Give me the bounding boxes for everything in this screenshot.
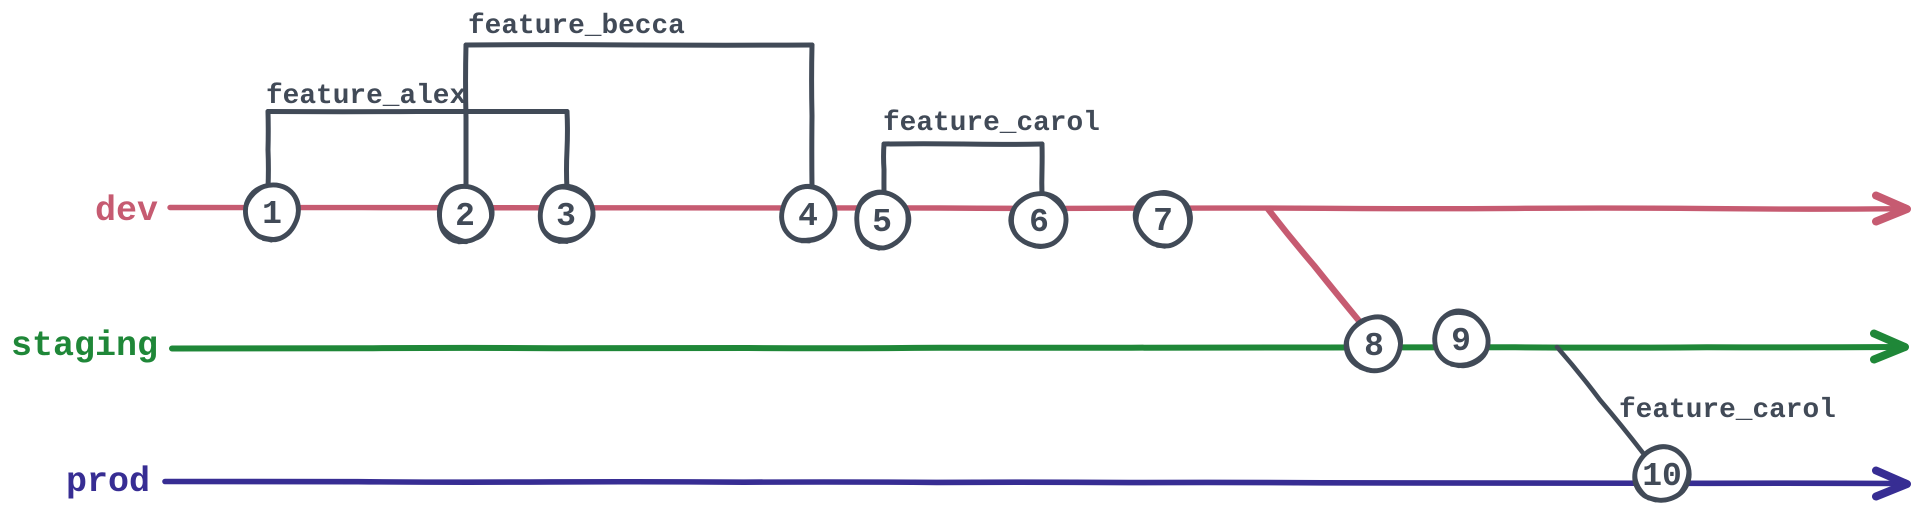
svg-text:8: 8 — [1364, 328, 1384, 365]
svg-text:feature_alex: feature_alex — [266, 81, 466, 112]
svg-text:feature_carol: feature_carol — [883, 108, 1100, 139]
svg-text:4: 4 — [798, 198, 818, 235]
svg-text:10: 10 — [1642, 458, 1682, 495]
svg-text:9: 9 — [1451, 323, 1471, 360]
svg-text:3: 3 — [556, 198, 576, 235]
svg-text:dev: dev — [95, 191, 158, 231]
svg-text:staging: staging — [11, 326, 158, 366]
svg-text:prod: prod — [66, 462, 150, 502]
svg-text:feature_carol: feature_carol — [1619, 395, 1836, 426]
svg-text:1: 1 — [262, 196, 282, 233]
svg-text:7: 7 — [1153, 203, 1173, 240]
svg-text:5: 5 — [872, 204, 892, 241]
svg-text:6: 6 — [1029, 204, 1049, 241]
svg-text:2: 2 — [455, 198, 475, 235]
svg-text:feature_becca: feature_becca — [468, 11, 685, 42]
